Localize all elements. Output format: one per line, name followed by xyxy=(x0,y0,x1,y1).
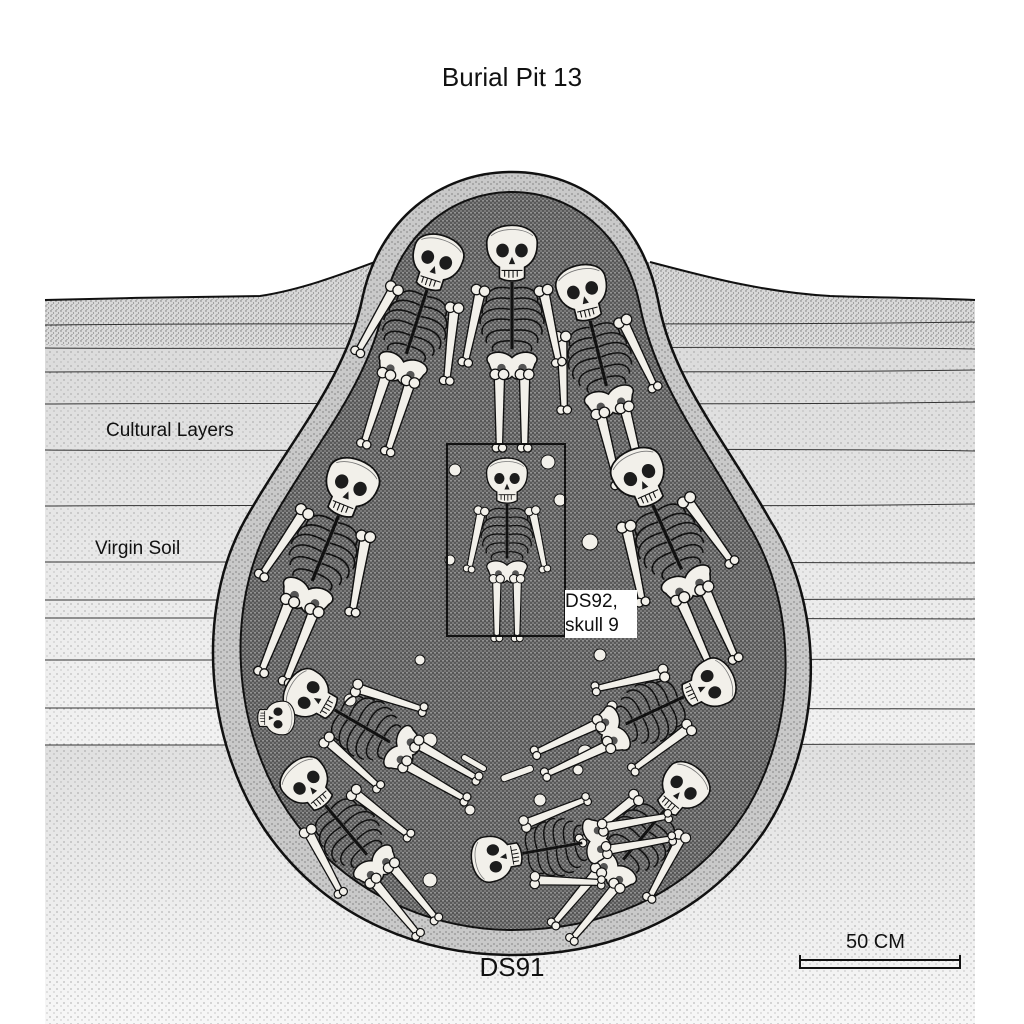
specimen-callout-line1: DS92, xyxy=(565,591,618,612)
virgin-soil-label: Virgin Soil xyxy=(95,538,181,559)
site-label: DS91 xyxy=(479,952,545,982)
specimen-callout: DS92, skull 9 xyxy=(565,590,637,638)
scale-bar-label: 50 CM xyxy=(846,931,905,953)
cultural-layers-label: Cultural Layers xyxy=(106,420,234,441)
diagram-title: Burial Pit 13 xyxy=(441,62,583,92)
specimen-highlight-box xyxy=(446,443,566,637)
scale-bar xyxy=(799,955,961,969)
specimen-callout-line2: skull 9 xyxy=(565,615,619,636)
